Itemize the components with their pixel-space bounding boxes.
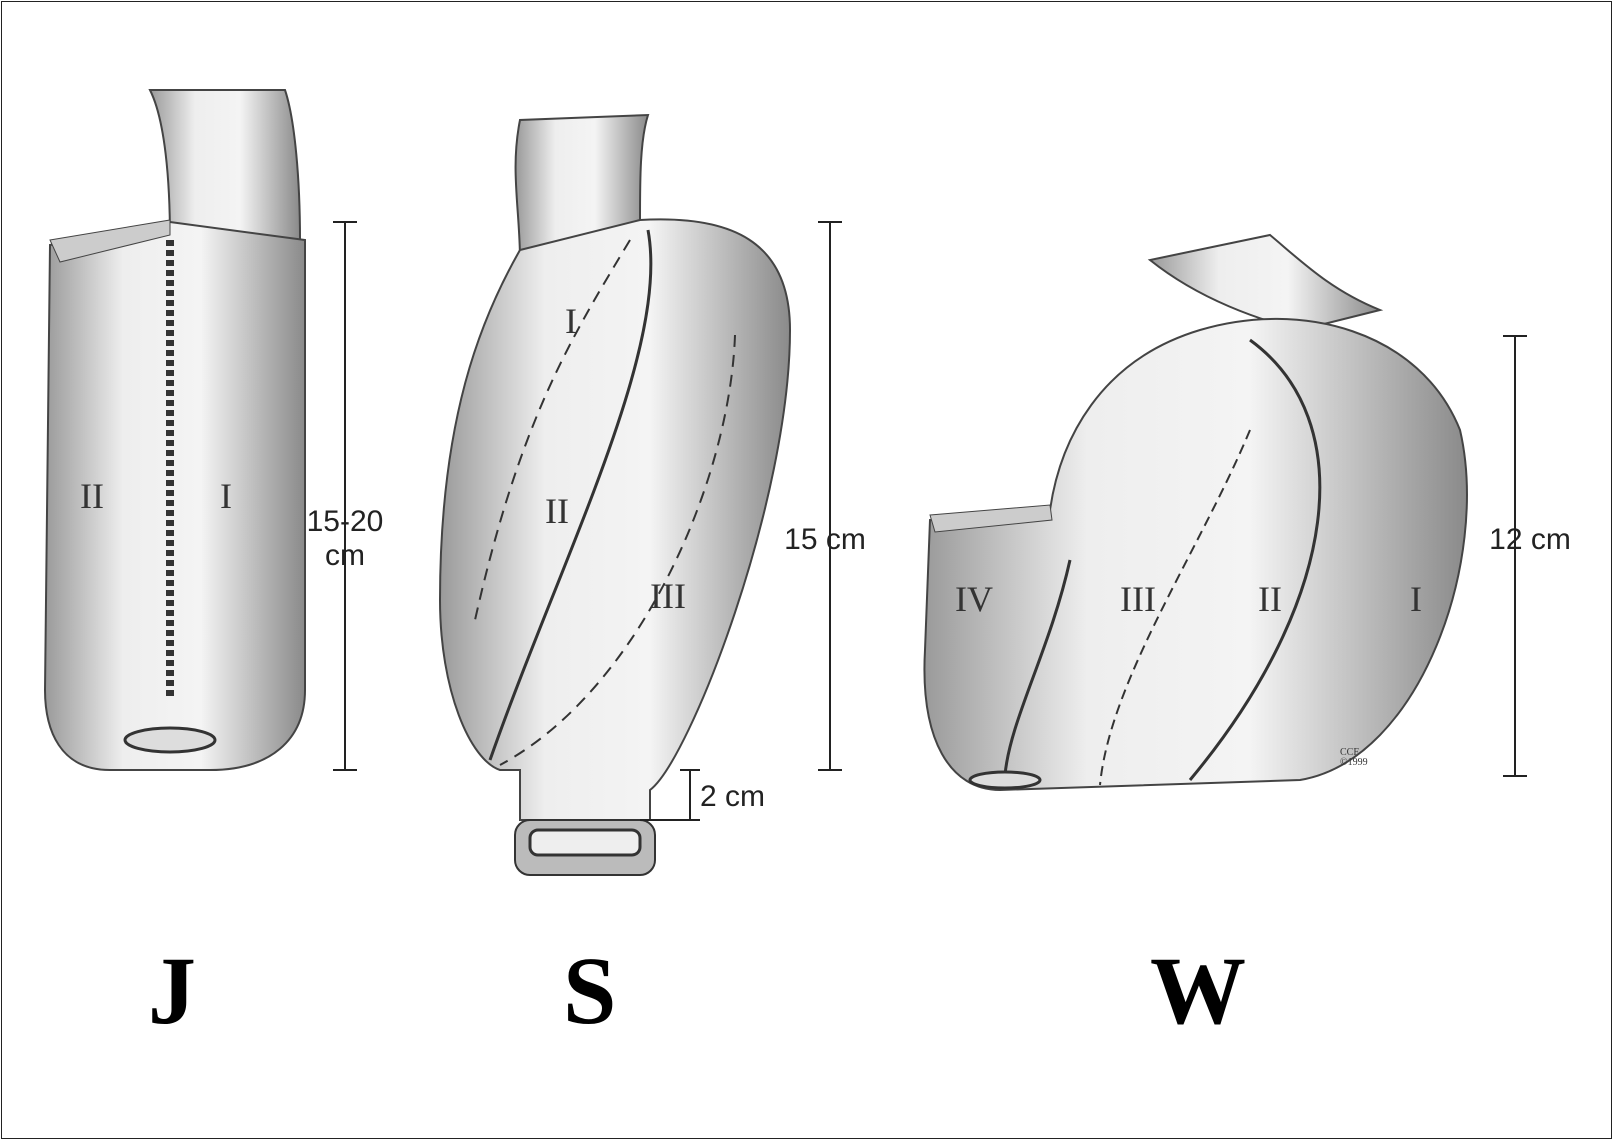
w-limb-i-label: I [1410,579,1422,619]
w-limb-iii-label: III [1120,579,1156,619]
j-pouch-letter: J [148,937,196,1044]
w-pouch-drawing [923,233,1468,792]
w-length-label: 12 cm [1489,523,1571,556]
s-length-label: 15 cm [784,523,866,556]
s-pouch-drawing [438,113,792,876]
j-length-label: 15-20 cm [306,505,384,572]
j-limb-ii-label: II [80,476,104,516]
j-pouch-drawing [43,89,306,771]
s-limb-ii-label: II [545,491,569,531]
s-pouch-letter: S [563,937,617,1044]
w-limb-ii-label: II [1258,579,1282,619]
s-outlet-label: 2 cm [700,780,766,813]
w-pouch-letter: W [1150,937,1246,1044]
s-limb-iii-label: III [650,576,686,616]
copyright-mark: CCF ©1999 [1340,747,1368,768]
j-limb-i-label: I [220,476,232,516]
s-limb-i-label: I [565,301,577,341]
w-limb-iv-label: IV [955,579,993,619]
